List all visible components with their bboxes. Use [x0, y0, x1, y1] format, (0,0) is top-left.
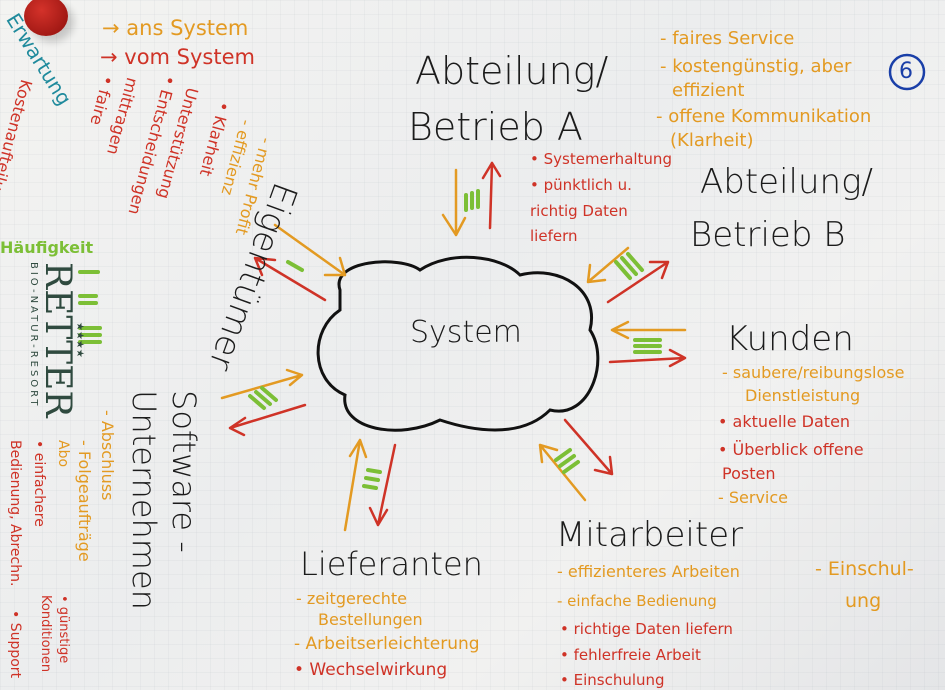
system-label: System [410, 315, 522, 350]
employees-item: • fehlerfreie Arbeit [560, 646, 701, 664]
arrows-software-company [220, 368, 307, 437]
arrow-from-system [253, 256, 327, 302]
software-item: Abo [55, 440, 71, 468]
suppliers-item: - zeitgerechte [296, 589, 407, 608]
arrows-customers [608, 320, 687, 368]
arrow-from-system [563, 418, 614, 476]
department-a-item: - faires Service [660, 28, 795, 49]
department-a-item: - offene Kommunikation [656, 106, 872, 127]
employees-item: - effizienteres Arbeiten [557, 562, 740, 581]
arrows-employees [538, 418, 614, 502]
retter-logo: RETTER BIO-NATUR-RESORT [28, 262, 78, 418]
arrows-suppliers [343, 438, 397, 532]
employees-side-item: ung [845, 590, 882, 612]
software-item: • günstige [56, 595, 71, 664]
employees-side-item: - Einschul- [815, 558, 914, 580]
system-cloud [316, 255, 600, 432]
department-a-item: (Klarheit) [670, 130, 754, 151]
department-b-title-2: Betrieb B [690, 215, 846, 255]
arrows-owner [253, 223, 347, 302]
frequency-marks [554, 448, 580, 474]
legend-frequency: Häufigkeit [0, 238, 94, 257]
arrow-to-system [343, 438, 368, 532]
department-b-item: liefern [530, 227, 578, 245]
page-number-circle [888, 53, 926, 91]
logo-stars: ★★★★ [74, 322, 85, 358]
arrow-from-system [606, 260, 670, 304]
suppliers-item: • Wechselwirkung [294, 660, 448, 680]
software-company-title-2: Unternehmen [125, 390, 163, 610]
frequency-marks [614, 252, 644, 280]
frequency-marks [362, 468, 382, 490]
frequency-marks [464, 189, 480, 212]
software-item: - Folgeaufträge [75, 440, 94, 562]
arrow-from-system [228, 403, 307, 437]
software-item: • einfachere [31, 440, 47, 527]
suppliers-title: Lieferanten [300, 545, 483, 583]
department-a-title-2: Betrieb A [408, 105, 583, 149]
arrow-to-system [586, 246, 630, 284]
frequency-legend-marks [78, 270, 102, 344]
logo-name: RETTER [37, 262, 78, 418]
arrow-from-system [481, 161, 502, 230]
software-company-title-1: Software - [165, 390, 203, 553]
arrow-to-system [441, 168, 467, 237]
page-number: 6 [899, 59, 913, 84]
employees-item: • Einschulung [560, 671, 665, 689]
department-a-title-1: Abteilung/ [415, 49, 609, 93]
software-item: • Support [7, 610, 23, 679]
suppliers-item: - Arbeitserleichterung [294, 634, 480, 654]
frequency-marks [633, 338, 662, 354]
arrow-to-system [273, 223, 347, 277]
department-a-item: - kostengünstig, aber [660, 56, 852, 77]
department-b-title-1: Abteilung/ [700, 162, 873, 202]
customers-item: • aktuelle Daten [718, 412, 851, 431]
software-item: - Abschluss [98, 410, 117, 501]
arrow-from-system [608, 348, 687, 368]
arrow-to-system [610, 320, 687, 340]
software-item: Konditionen [38, 595, 53, 673]
department-b-item: • pünktlich u. [530, 176, 632, 194]
legend-to-system: → ans System [102, 16, 249, 40]
employees-item: • richtige Daten liefern [560, 620, 733, 638]
arrows-department-b [586, 246, 670, 304]
customers-item: • Überblick offene [718, 440, 864, 459]
logo-subtitle: BIO-NATUR-RESORT [28, 262, 39, 409]
department-b-item: richtig Daten [530, 202, 628, 220]
software-item: Bedienung, Abrechn. [7, 440, 23, 587]
department-b-item: • Systemerhaltung [530, 150, 672, 168]
arrows-department-a [441, 161, 502, 237]
department-a-item: effizient [672, 80, 745, 101]
frequency-marks [248, 386, 278, 410]
employees-title: Mitarbeiter [556, 515, 744, 555]
suppliers-item: Bestellungen [318, 610, 423, 629]
legend-from-system: → vom System [100, 45, 255, 69]
customers-item: - Service [718, 488, 788, 507]
arrow-from-system [368, 443, 397, 527]
employees-item: - einfache Bedienung [557, 592, 717, 610]
customers-item: Dienstleistung [745, 386, 861, 405]
frequency-marks [286, 260, 304, 272]
magnet [24, 0, 68, 36]
customers-item: Posten [722, 464, 776, 483]
customers-title: Kunden [726, 319, 854, 359]
customers-item: - saubere/reibungslose [722, 363, 905, 382]
